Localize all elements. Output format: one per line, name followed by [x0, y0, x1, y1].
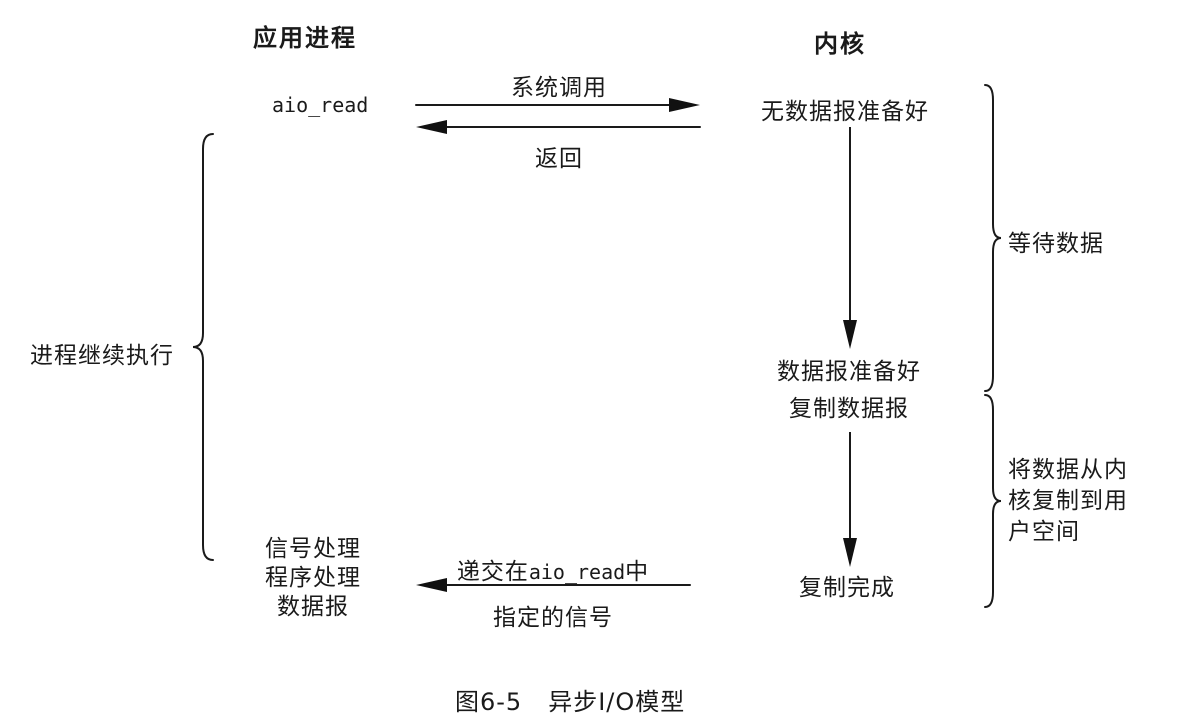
wait-for-data-brace [984, 84, 1002, 392]
wait-for-data-brace-path [984, 84, 1002, 392]
copy-data-label-line3: 户空间 [1008, 519, 1080, 545]
deliver-signal-prefix: 递交在 [456, 559, 529, 585]
system-call-arrowhead-icon [669, 98, 700, 112]
copy-data-label-line2: 核复制到用 [1008, 488, 1128, 514]
kernel-header: 内核 [814, 30, 866, 58]
wait-data-arrowhead-icon [843, 320, 857, 349]
deliver-signal-label-line1: 递交在aio_read中 [415, 552, 691, 586]
figure-caption: 图6-5 异步I/O模型 [455, 682, 685, 717]
copying-arrowhead-icon [843, 538, 857, 567]
system-call-label: 系统调用 [511, 75, 607, 101]
datagram-ready-label: 数据报准备好 [777, 359, 921, 385]
figure-caption-title: 异步I/O模型 [548, 688, 686, 716]
wait-for-data-label: 等待数据 [1008, 231, 1104, 257]
signal-handler-block: 信号处理 程序处理 数据报 [258, 535, 368, 622]
deliver-signal-code: aio_read [528, 560, 626, 584]
return-arrowhead-icon [416, 120, 447, 134]
application-process-header: 应用进程 [253, 24, 357, 52]
deliver-signal-arrow [416, 578, 691, 592]
no-datagram-ready-label: 无数据报准备好 [761, 99, 929, 125]
process-continues-brace-path [192, 133, 214, 561]
datagram-ready-block: 数据报准备好 复制数据报 [773, 354, 925, 428]
aio-read-label: aio_read [272, 93, 369, 117]
deliver-signal-label-line2: 指定的信号 [493, 605, 613, 631]
signal-handler-line3: 数据报 [277, 594, 349, 620]
signal-handler-line1: 信号处理 [265, 536, 361, 562]
figure-caption-number: 图6-5 [455, 688, 523, 716]
copy-datagram-label: 复制数据报 [789, 396, 909, 422]
copying-arrow [843, 432, 857, 567]
return-label: 返回 [535, 146, 583, 172]
copy-data-label-line1: 将数据从内 [1008, 457, 1128, 483]
copy-data-label-block: 将数据从内 核复制到用 户空间 [1008, 455, 1128, 548]
copy-data-brace [984, 394, 1002, 608]
deliver-signal-arrowhead-icon [416, 578, 447, 592]
wait-data-arrow [843, 127, 857, 349]
process-continues-brace [192, 133, 214, 561]
copy-complete-label: 复制完成 [799, 575, 895, 601]
deliver-signal-suffix: 中 [625, 559, 650, 585]
handshake-arrows [415, 98, 701, 134]
signal-handler-line2: 程序处理 [265, 565, 361, 591]
process-continues-label: 进程继续执行 [30, 343, 174, 369]
copy-data-brace-path [984, 394, 1002, 608]
